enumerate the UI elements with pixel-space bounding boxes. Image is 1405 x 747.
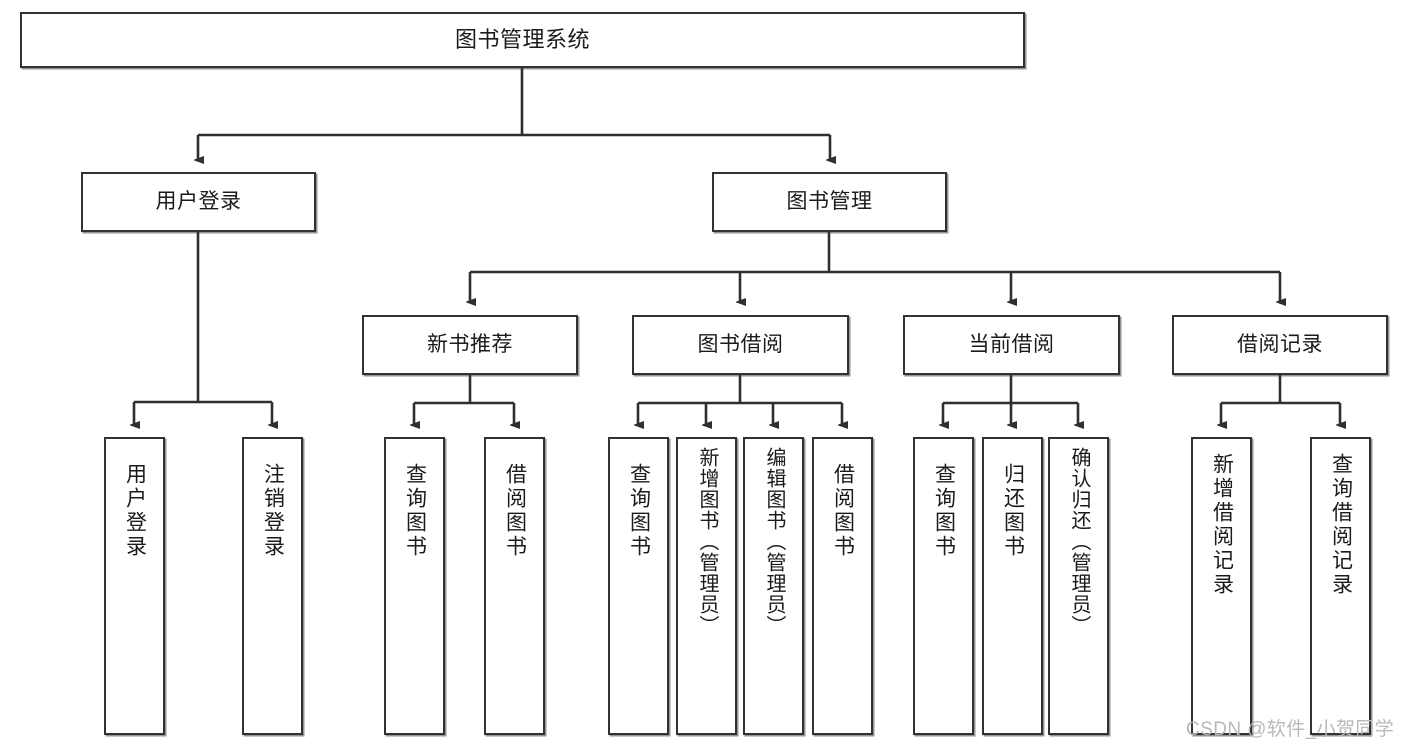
node-leaf-confirm-return[interactable]: 确认归还（管理员） xyxy=(1048,437,1109,735)
node-user-login-label: 用户登录 xyxy=(155,189,242,213)
watermark: CSDN @软件_小贺同学 xyxy=(1186,719,1395,740)
node-leaf-user-login[interactable]: 用户登录 xyxy=(104,437,165,735)
node-new-book-recommend-label: 新书推荐 xyxy=(427,332,513,356)
node-book-borrow[interactable]: 图书借阅 xyxy=(632,315,849,375)
node-leaf-borrow-book-2[interactable]: 借阅图书 xyxy=(812,437,873,735)
node-leaf-edit-book-label: 编辑图书（管理员） xyxy=(763,447,785,636)
node-leaf-query-book-2[interactable]: 查询图书 xyxy=(608,437,669,735)
node-leaf-user-logout[interactable]: 注销登录 xyxy=(242,437,303,735)
node-root-label: 图书管理系统 xyxy=(454,27,590,53)
node-leaf-return-book[interactable]: 归还图书 xyxy=(982,437,1043,735)
node-leaf-user-login-label: 用户登录 xyxy=(123,463,147,559)
node-leaf-confirm-return-label: 确认归还（管理员） xyxy=(1068,447,1090,636)
node-leaf-borrow-book-2-label: 借阅图书 xyxy=(831,463,855,559)
node-leaf-add-record-label: 新增借阅记录 xyxy=(1210,453,1234,597)
node-book-manage-label: 图书管理 xyxy=(786,189,873,213)
node-leaf-add-book-label: 新增图书（管理员） xyxy=(696,447,718,636)
node-leaf-query-book-1[interactable]: 查询图书 xyxy=(384,437,445,735)
node-borrow-record[interactable]: 借阅记录 xyxy=(1172,315,1388,375)
node-leaf-query-record-label: 查询借阅记录 xyxy=(1329,453,1353,597)
node-root[interactable]: 图书管理系统 xyxy=(20,12,1025,68)
node-current-borrow-label: 当前借阅 xyxy=(968,332,1055,356)
node-user-login[interactable]: 用户登录 xyxy=(81,172,316,232)
node-new-book-recommend[interactable]: 新书推荐 xyxy=(362,315,578,375)
node-leaf-edit-book[interactable]: 编辑图书（管理员） xyxy=(743,437,804,735)
node-leaf-query-book-3[interactable]: 查询图书 xyxy=(913,437,974,735)
node-book-manage[interactable]: 图书管理 xyxy=(712,172,947,232)
node-leaf-query-book-3-label: 查询图书 xyxy=(932,463,956,559)
node-leaf-add-record[interactable]: 新增借阅记录 xyxy=(1191,437,1252,735)
node-leaf-borrow-book-1[interactable]: 借阅图书 xyxy=(484,437,545,735)
node-leaf-query-book-1-label: 查询图书 xyxy=(403,463,427,559)
node-leaf-user-logout-label: 注销登录 xyxy=(261,463,285,559)
node-borrow-record-label: 借阅记录 xyxy=(1237,332,1323,356)
node-leaf-return-book-label: 归还图书 xyxy=(1001,463,1025,559)
node-leaf-query-book-2-label: 查询图书 xyxy=(627,463,651,559)
node-leaf-borrow-book-1-label: 借阅图书 xyxy=(503,463,527,559)
node-current-borrow[interactable]: 当前借阅 xyxy=(903,315,1120,375)
node-book-borrow-label: 图书借阅 xyxy=(697,332,784,356)
node-leaf-query-record[interactable]: 查询借阅记录 xyxy=(1310,437,1371,735)
node-leaf-add-book[interactable]: 新增图书（管理员） xyxy=(676,437,737,735)
